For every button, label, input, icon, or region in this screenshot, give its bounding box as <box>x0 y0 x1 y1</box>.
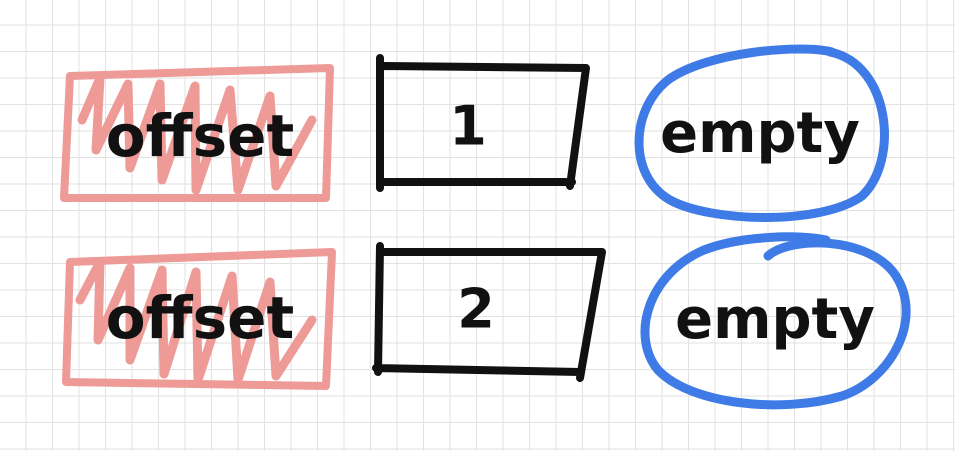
value-box-row-1: 1 <box>376 54 590 192</box>
value-box-row-2: 2 <box>372 242 606 382</box>
offset-hatch-row-1 <box>77 73 317 195</box>
empty-circle-row-2: empty <box>640 232 911 410</box>
empty-circle-row-1: empty <box>634 44 889 222</box>
offset-cell-row-2: offset <box>62 248 336 390</box>
offset-border-row-1 <box>60 64 334 202</box>
offset-label-row-2: offset <box>106 284 294 352</box>
empty-label-row-2: empty <box>675 287 875 352</box>
row-2: offset 2 empty <box>62 232 911 410</box>
value-label-row-1: 1 <box>449 95 487 158</box>
value-box-border-row-2 <box>372 242 606 382</box>
row-1: offset 1 empty <box>60 44 889 222</box>
offset-border-row-2 <box>62 248 336 390</box>
empty-circle-border-row-1 <box>634 44 889 222</box>
offset-hatch-row-2 <box>75 257 317 385</box>
value-box-border-row-1 <box>376 54 590 192</box>
offset-cell-row-1: offset <box>60 64 334 202</box>
empty-label-row-1: empty <box>660 101 860 166</box>
empty-circle-border-row-2 <box>640 232 911 410</box>
value-label-row-2: 2 <box>457 278 495 341</box>
offset-label-row-1: offset <box>106 102 294 170</box>
